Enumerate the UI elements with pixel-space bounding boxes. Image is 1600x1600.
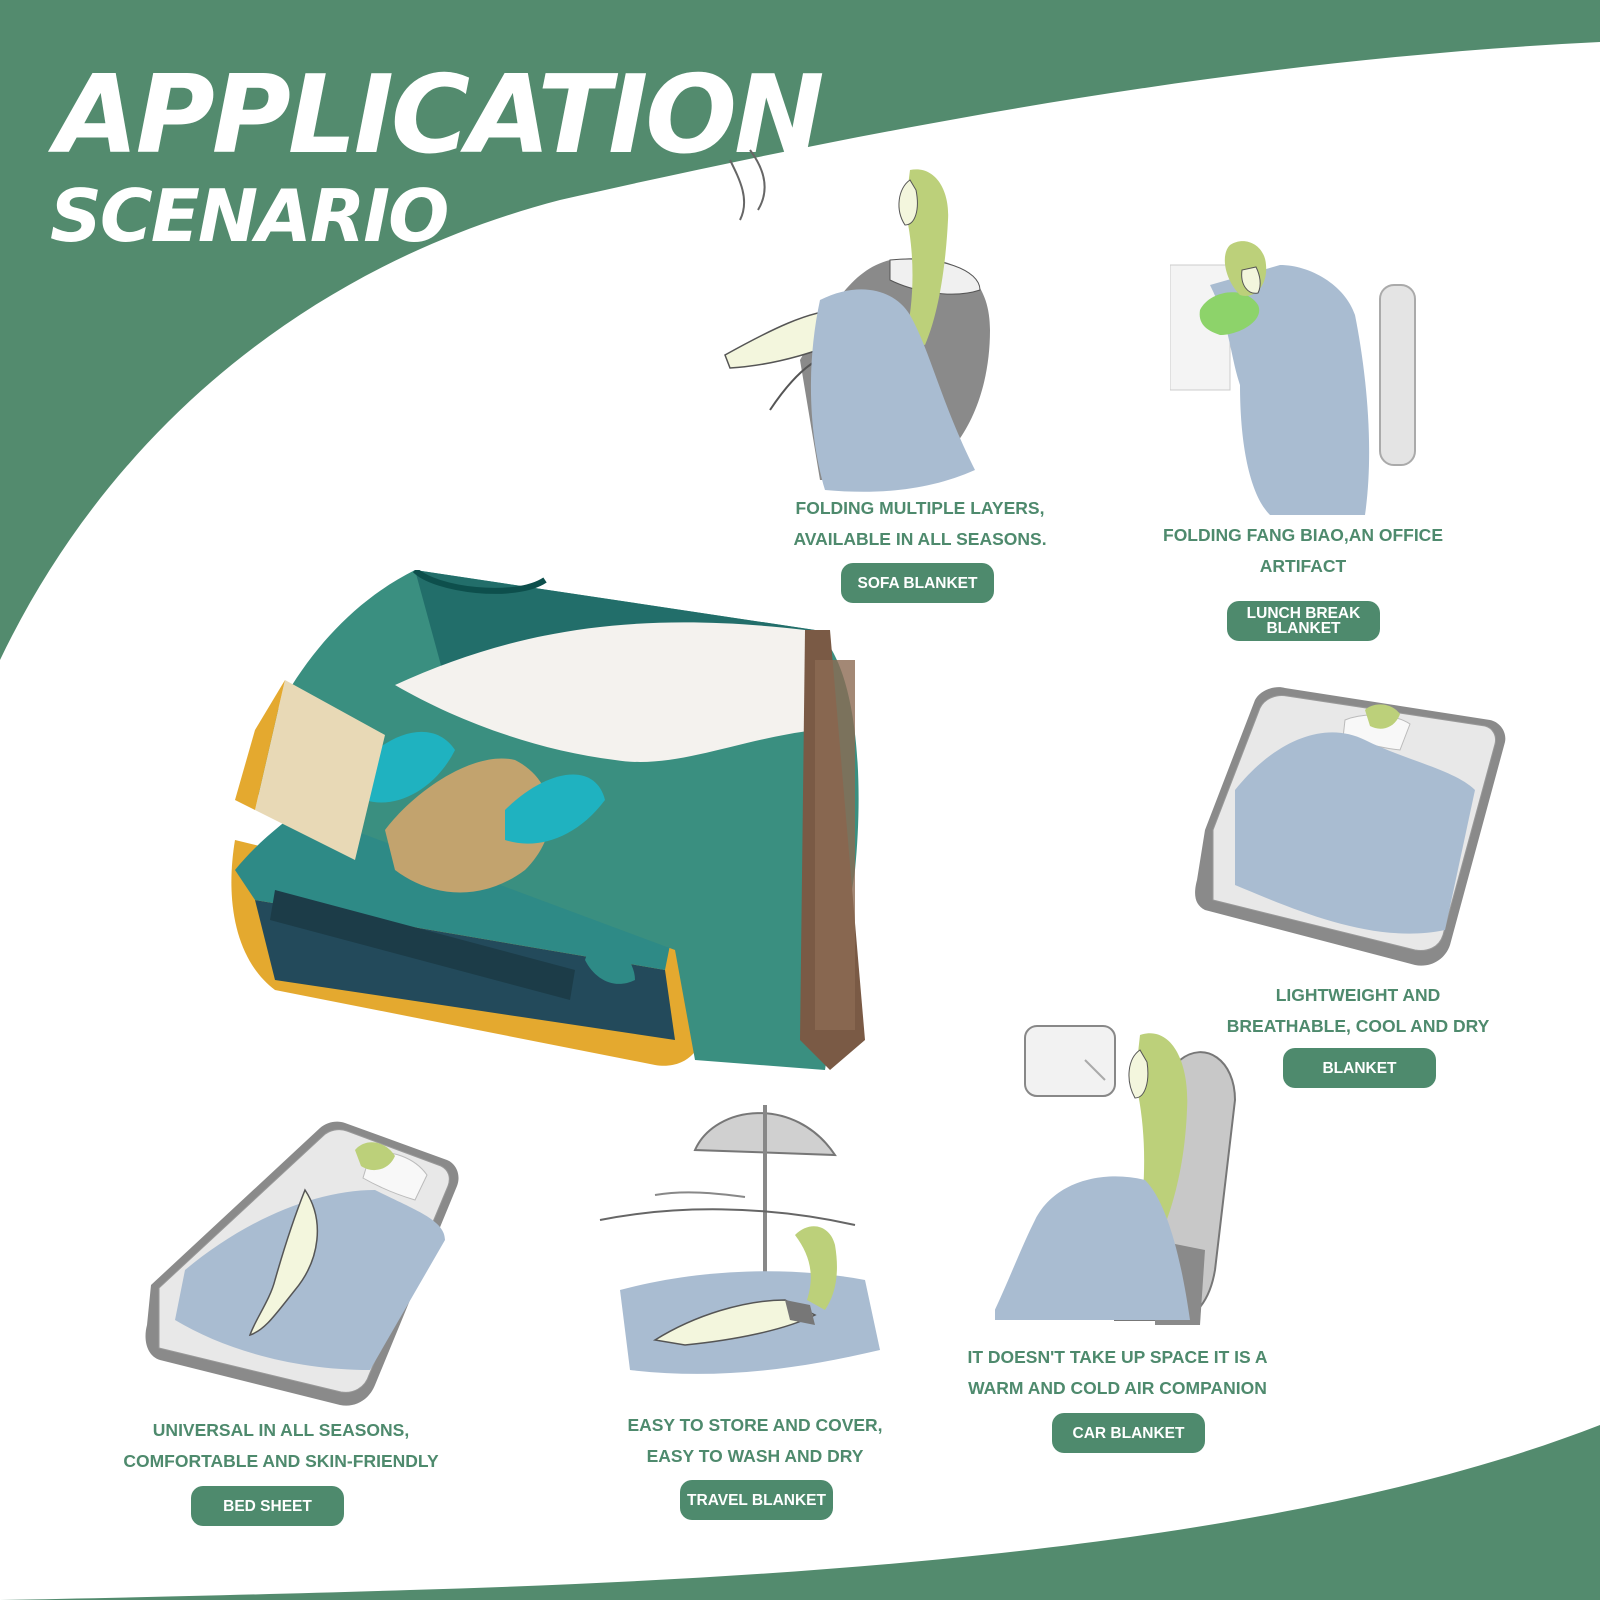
bed-sheet-button[interactable]: BED SHEET	[191, 1486, 344, 1526]
top-green-swoosh	[0, 0, 1600, 660]
blanket-button[interactable]: BLANKET	[1283, 1048, 1436, 1088]
lunch-break-description: FOLDING FANG BIAO,AN OFFICE ARTIFACT	[1163, 525, 1443, 576]
car-blanket-description: IT DOESN'T TAKE UP SPACE IT IS A WARM AN…	[967, 1347, 1268, 1398]
sofa-blanket-button[interactable]: SOFA BLANKET	[841, 563, 994, 603]
travel-blanket-button[interactable]: TRAVEL BLANKET	[680, 1480, 833, 1520]
travel-description: EASY TO STORE AND COVER, EASY TO WASH AN…	[627, 1415, 883, 1466]
car-seat-illustration	[995, 1025, 1237, 1325]
blanket-description: LIGHTWEIGHT AND BREATHABLE, COOL AND DRY	[1226, 985, 1490, 1036]
sofa-description: FOLDING MULTIPLE LAYERS, AVAILABLE IN AL…	[793, 498, 1047, 549]
page-title: APPLICATION	[55, 53, 824, 178]
office-chair-illustration	[1170, 241, 1416, 515]
bed-sheet-description: UNIVERSAL IN ALL SEASONS, COMFORTABLE AN…	[123, 1420, 439, 1471]
folded-fishing-blanket-image	[231, 570, 865, 1070]
sofa-illustration	[724, 149, 990, 492]
bottom-green-swoosh	[0, 1425, 1600, 1600]
car-blanket-button[interactable]: CAR BLANKET	[1052, 1413, 1205, 1453]
page-subtitle: SCENARIO	[50, 174, 449, 258]
bed-illustration-left	[145, 1121, 459, 1406]
bed-illustration-right	[1195, 687, 1506, 966]
beach-umbrella-illustration	[599, 1105, 880, 1374]
lunch-break-blanket-button[interactable]: LUNCH BREAK BLANKET	[1227, 601, 1380, 641]
